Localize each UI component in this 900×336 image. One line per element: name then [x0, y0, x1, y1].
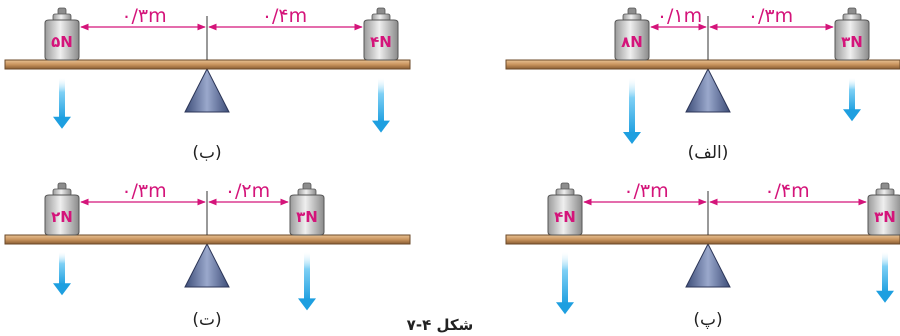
- lever-beam: [4, 234, 411, 245]
- panel-label: (ب): [192, 143, 221, 163]
- weight-body: [44, 19, 80, 61]
- right-weight: ۳N: [834, 7, 870, 61]
- left-weight: ۲N: [44, 182, 80, 236]
- panel-label: (ت): [192, 310, 221, 330]
- right-distance-label: ۰/۴m: [764, 180, 809, 202]
- weight-body: [547, 194, 583, 236]
- left-weight-label: ۸N: [621, 33, 643, 51]
- weight-body: [363, 19, 399, 61]
- left-weight-label: ۲N: [51, 208, 73, 226]
- right-distance-label: ۰/۲m: [225, 180, 270, 202]
- weight-body: [867, 194, 900, 236]
- left-force-arrow: [623, 78, 641, 144]
- right-force-arrow: [372, 78, 390, 133]
- lever-panel-pe: ۴N ۳N ۰/۳m ۰/۴m (پ): [505, 180, 900, 330]
- left-force-arrow: [53, 78, 71, 129]
- left-distance-label: ۰/۳m: [623, 180, 668, 202]
- left-weight: ۴N: [547, 182, 583, 236]
- lever-panel-be: ۵N ۴N ۰/۳m ۰/۴m (ب): [4, 5, 411, 163]
- right-force-arrow: [843, 78, 861, 122]
- left-distance-label: ۰/۱m: [657, 5, 702, 27]
- lever-beam: [505, 234, 900, 245]
- weight-body: [834, 19, 870, 61]
- left-weight: ۵N: [44, 7, 80, 61]
- right-weight: ۳N: [867, 182, 900, 236]
- left-weight-label: ۵N: [51, 33, 73, 51]
- figure-caption: شکل ۴-۷: [407, 316, 474, 334]
- fulcrum-triangle: [184, 67, 230, 113]
- left-distance-label: ۰/۳m: [121, 180, 166, 202]
- weight-body: [44, 194, 80, 236]
- right-weight: ۴N: [363, 7, 399, 61]
- weight-body: [614, 19, 650, 61]
- panel-label: (الف): [688, 143, 729, 163]
- left-distance-label: ۰/۳m: [121, 5, 166, 27]
- right-weight-label: ۳N: [296, 208, 318, 226]
- right-weight-label: ۳N: [841, 33, 863, 51]
- fulcrum-triangle: [685, 67, 731, 113]
- panel-label: (پ): [693, 310, 722, 330]
- weight-body: [289, 194, 325, 236]
- right-weight-label: ۴N: [370, 33, 392, 51]
- right-force-arrow: [876, 252, 894, 303]
- lever-beam: [4, 59, 411, 70]
- right-distance-label: ۰/۳m: [748, 5, 793, 27]
- right-weight: ۳N: [289, 182, 325, 236]
- lever-beam: [505, 59, 900, 70]
- lever-panel-te: ۲N ۳N ۰/۳m ۰/۲m (ت): [4, 180, 411, 330]
- fulcrum-triangle: [184, 242, 230, 288]
- right-weight-label: ۳N: [874, 208, 896, 226]
- lever-panel-alef: ۸N ۳N ۰/۱m ۰/۳m (الف): [505, 5, 900, 163]
- left-force-arrow: [53, 252, 71, 296]
- left-weight-label: ۴N: [554, 208, 576, 226]
- left-force-arrow: [556, 252, 574, 315]
- right-force-arrow: [298, 252, 316, 311]
- fulcrum-triangle: [685, 242, 731, 288]
- right-distance-label: ۰/۴m: [262, 5, 307, 27]
- left-weight: ۸N: [614, 7, 650, 61]
